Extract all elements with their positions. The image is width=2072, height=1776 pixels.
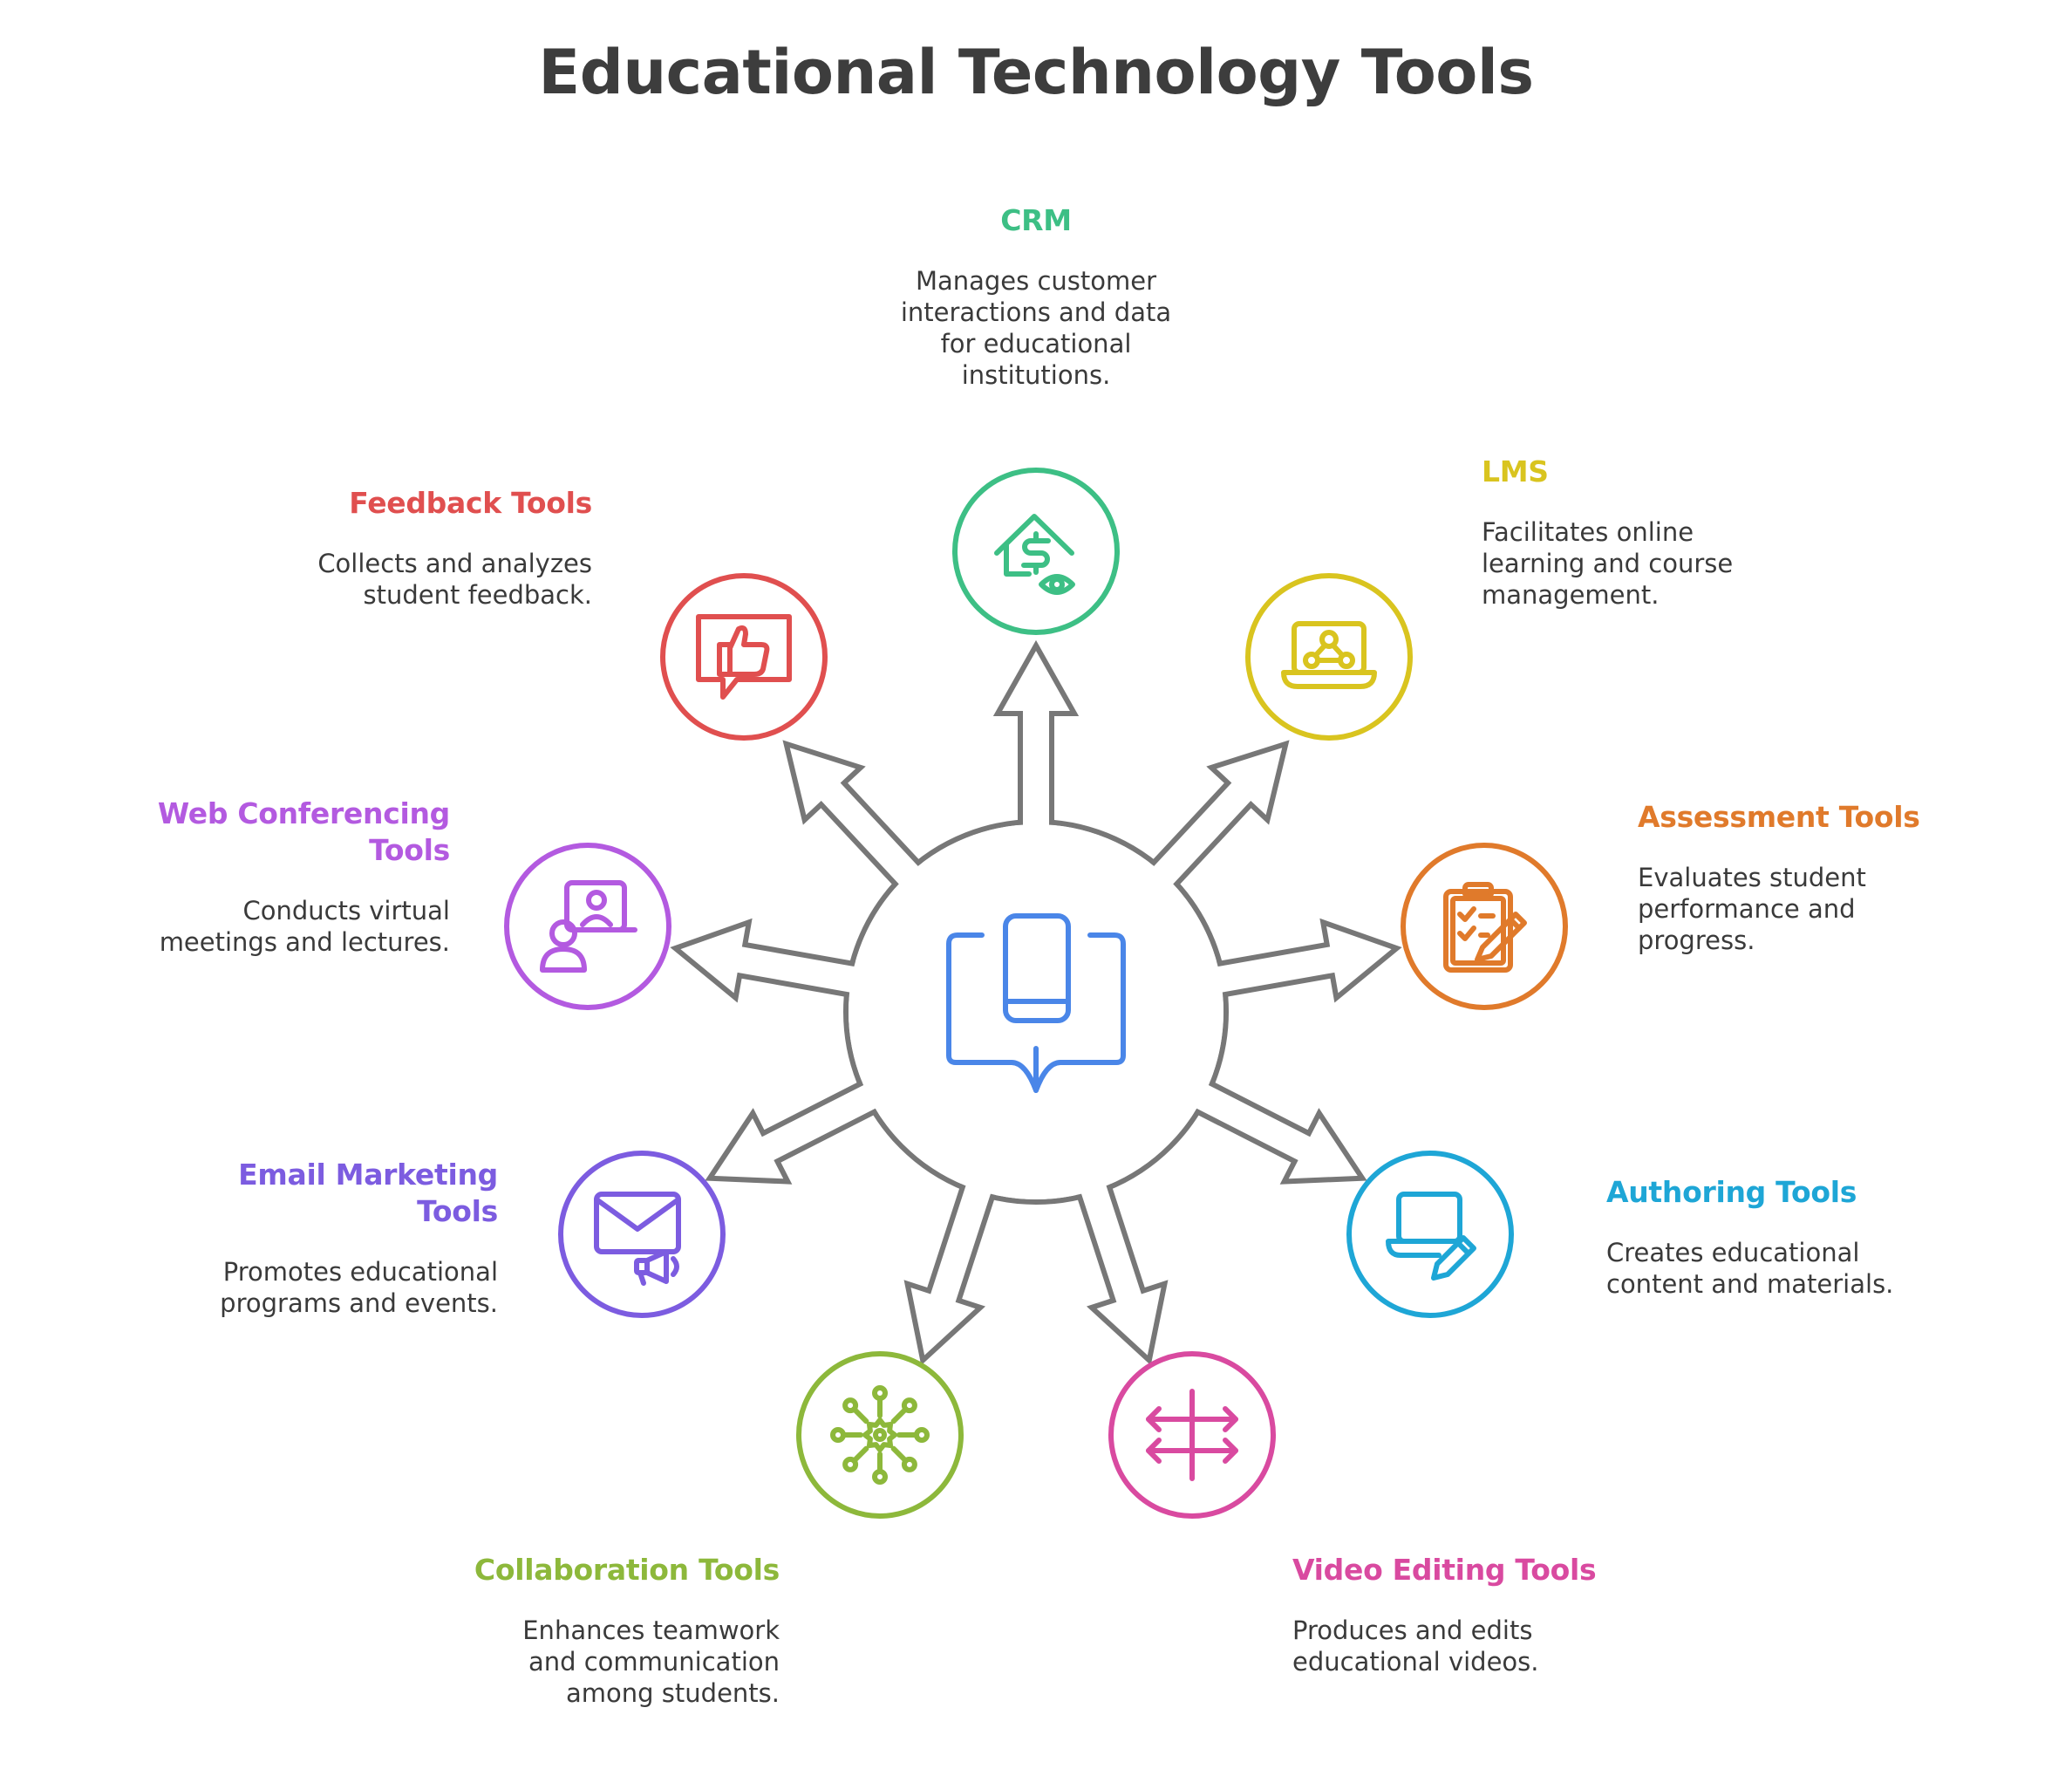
arrow-to-feedback bbox=[782, 740, 928, 894]
node-description-line: Collects and analyzes bbox=[317, 549, 592, 578]
node-lms bbox=[1245, 573, 1413, 741]
arrow-to-crm bbox=[992, 639, 1080, 833]
node-description-line: content and materials. bbox=[1606, 1269, 1894, 1299]
node-heading: Authoring Tools bbox=[1606, 1175, 1857, 1209]
node-description-line: for educational bbox=[940, 329, 1132, 359]
node-collaboration bbox=[796, 1351, 964, 1519]
node-description-line: educational videos. bbox=[1292, 1647, 1539, 1677]
node-heading: Collaboration Tools bbox=[474, 1553, 780, 1587]
arrow-to-authoring bbox=[1187, 1076, 1367, 1185]
node-description-line: meetings and lectures. bbox=[159, 927, 450, 957]
node-description-line: among students. bbox=[566, 1678, 780, 1708]
node-circle-email bbox=[558, 1151, 726, 1318]
arrow-to-video bbox=[1073, 1176, 1169, 1366]
arrow-to-webconf bbox=[670, 918, 863, 1003]
node-circle-lms bbox=[1245, 573, 1413, 741]
node-description-line: Produces and edits bbox=[1292, 1615, 1533, 1645]
node-feedback bbox=[660, 573, 828, 741]
node-heading: Assessment Tools bbox=[1638, 800, 1920, 834]
arrow-to-assessment bbox=[1209, 918, 1402, 1003]
laptop-network-icon bbox=[1281, 621, 1377, 689]
arrow-to-email bbox=[705, 1076, 885, 1185]
node-heading: LMS bbox=[1482, 454, 1549, 488]
node-heading: Feedback Tools bbox=[349, 486, 592, 520]
node-description-line: progress. bbox=[1638, 926, 1755, 955]
node-description-line: Facilitates online bbox=[1482, 517, 1694, 547]
arrow-group bbox=[670, 639, 1402, 1366]
node-description-line: and communication bbox=[528, 1647, 780, 1677]
node-video bbox=[1108, 1351, 1276, 1519]
node-heading-line: Email Marketing bbox=[238, 1158, 498, 1192]
node-description-line: programs and events. bbox=[220, 1288, 498, 1318]
node-heading: Video Editing Tools bbox=[1292, 1553, 1597, 1587]
arrow-to-collaboration bbox=[903, 1176, 999, 1366]
node-description-line: Conducts virtual bbox=[242, 896, 450, 926]
clipboard-pencil-icon bbox=[1443, 882, 1527, 973]
node-heading-line: Web Conferencing bbox=[157, 796, 450, 830]
laptop-pen-icon bbox=[1386, 1192, 1476, 1281]
arrow-to-lms bbox=[1144, 740, 1290, 894]
node-description-line: Evaluates student bbox=[1638, 863, 1866, 892]
crop-arrows-icon bbox=[1146, 1389, 1238, 1481]
gear-network-icon bbox=[830, 1385, 930, 1485]
node-email bbox=[558, 1151, 726, 1318]
node-description-line: management. bbox=[1482, 580, 1660, 610]
node-description-line: performance and bbox=[1638, 894, 1856, 924]
node-authoring bbox=[1346, 1151, 1514, 1318]
node-circle-webconf bbox=[504, 843, 671, 1010]
envelope-megaphone-icon bbox=[594, 1192, 681, 1286]
node-description-line: interactions and data bbox=[900, 297, 1172, 327]
node-assessment bbox=[1401, 843, 1568, 1010]
node-crm bbox=[952, 468, 1120, 635]
node-webconf bbox=[504, 843, 671, 1010]
node-description-line: student feedback. bbox=[363, 580, 592, 610]
node-description-line: Manages customer bbox=[915, 266, 1157, 296]
node-circle-feedback bbox=[660, 573, 828, 741]
thumbs-up-bubble-icon bbox=[696, 614, 792, 700]
book-tablet-icon bbox=[946, 913, 1126, 1093]
node-description-line: Enhances teamwork bbox=[522, 1615, 780, 1645]
node-heading-line: Tools bbox=[417, 1194, 498, 1228]
node-description-line: institutions. bbox=[961, 360, 1111, 390]
node-description-line: learning and course bbox=[1482, 549, 1734, 578]
node-description-line: Creates educational bbox=[1606, 1238, 1860, 1267]
node-heading: CRM bbox=[1000, 203, 1072, 237]
video-call-icon bbox=[540, 880, 637, 973]
page-title: Educational Technology Tools bbox=[538, 37, 1534, 108]
node-circle-collaboration bbox=[796, 1351, 964, 1519]
node-circle-authoring bbox=[1346, 1151, 1514, 1318]
node-heading-line: Tools bbox=[369, 833, 450, 867]
node-circle-assessment bbox=[1401, 843, 1568, 1010]
house-dollar-eye-icon bbox=[994, 514, 1075, 595]
node-description-line: Promotes educational bbox=[222, 1257, 498, 1287]
